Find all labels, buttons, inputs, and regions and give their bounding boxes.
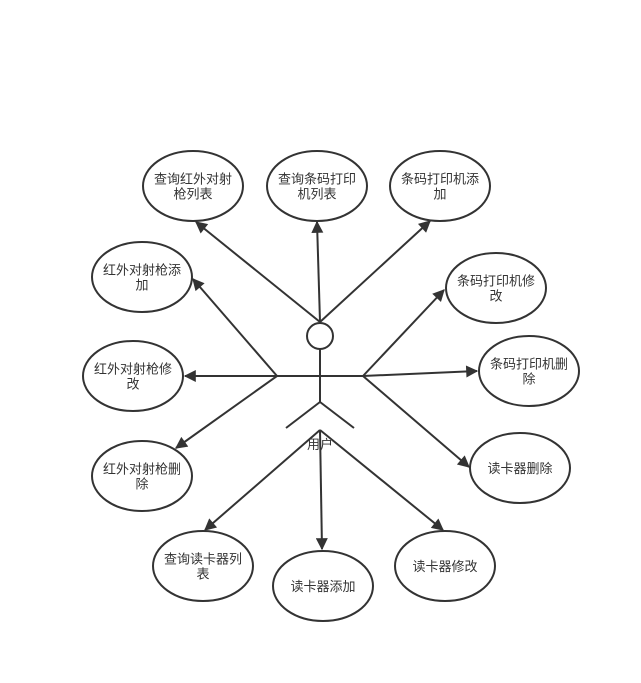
use-case-ellipse [142, 150, 244, 222]
use-case-ellipse [389, 150, 491, 222]
use-case-label: 读卡器修改 [412, 560, 477, 575]
use-case-label: 读卡器添加 [290, 580, 355, 595]
arrow-to-uc-printer-delete [362, 365, 479, 378]
arrow-to-uc-query-ir-list [195, 221, 321, 323]
uc-reader-edit: 读卡器修改 [394, 530, 496, 602]
use-case-label: 条码打印机添 [401, 172, 479, 188]
use-cases: 查询红外对射枪列表查询条码打印机列表条码打印机添加红外对射枪添加条码打印机修改红… [82, 150, 580, 622]
uc-reader-delete: 读卡器删除 [469, 432, 571, 504]
use-case-ellipse [478, 335, 580, 407]
use-case-ellipse [91, 440, 193, 512]
use-case-ellipse [394, 530, 496, 602]
use-case-label: 改 [126, 378, 139, 393]
actor-left-leg [285, 401, 321, 429]
actor-user: 用户 [277, 322, 363, 453]
actor-right-leg [319, 401, 355, 429]
use-case-ellipse [469, 432, 571, 504]
arrow-to-uc-ir-delete [175, 375, 278, 449]
use-case-label: 红外对射枪添 [103, 263, 181, 279]
arrow-to-uc-printer-add [319, 220, 431, 323]
use-case-label: 红外对射枪删 [103, 462, 181, 478]
arrow-to-uc-reader-add [315, 429, 328, 551]
use-case-ellipse [152, 530, 254, 602]
use-case-label: 红外对射枪修 [94, 362, 172, 378]
use-case-label: 加 [135, 279, 148, 294]
use-case-label: 条码打印机删 [490, 357, 568, 373]
use-case-label: 表 [196, 568, 209, 583]
actor-head [306, 322, 334, 350]
use-case-label: 除 [135, 478, 148, 493]
uc-reader-add: 读卡器添加 [272, 550, 374, 622]
use-case-ellipse [91, 241, 193, 313]
use-case-label: 机列表 [297, 188, 336, 203]
actor-label: 用户 [307, 437, 333, 453]
use-case-ellipse [82, 340, 184, 412]
use-case-label: 查询红外对射 [154, 172, 232, 188]
use-case-label: 查询条码打印 [278, 172, 356, 188]
association-arrows [175, 220, 479, 551]
arrow-to-uc-ir-add [192, 278, 278, 377]
use-case-label: 查询读卡器列 [164, 553, 242, 568]
arrow-to-uc-reader-edit [319, 429, 444, 531]
use-case-ellipse [272, 550, 374, 622]
use-case-ellipse [266, 150, 368, 222]
use-case-label: 读卡器删除 [487, 462, 552, 477]
use-case-label: 改 [489, 290, 502, 305]
use-case-label: 加 [433, 188, 446, 203]
use-case-label: 条码打印机修 [457, 274, 535, 290]
arrow-to-uc-query-printer-list [311, 220, 324, 323]
arrow-to-uc-reader-delete [362, 375, 470, 468]
use-case-label: 除 [522, 373, 535, 388]
use-case-ellipse [445, 252, 547, 324]
arrow-to-uc-query-reader-list [204, 429, 321, 531]
arrow-to-uc-printer-edit [362, 289, 445, 377]
use-case-label: 枪列表 [173, 187, 212, 203]
